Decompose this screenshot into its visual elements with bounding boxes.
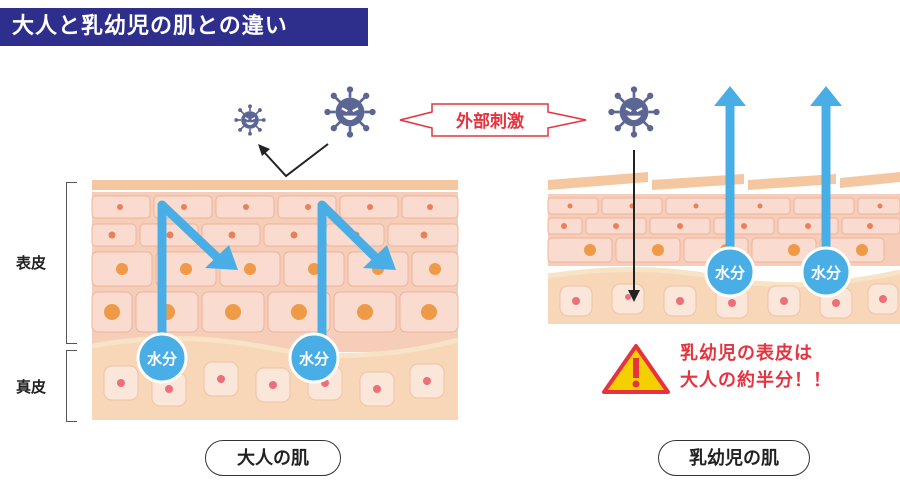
external-stimulus-callout: [399, 103, 587, 137]
dermis-label: 真皮: [16, 378, 47, 396]
warning-icon: [602, 344, 670, 394]
moisture-label: 水分: [715, 264, 745, 282]
infant-skin-caption: 乳幼児の肌: [658, 440, 810, 476]
virus-icon: [323, 84, 377, 139]
infant-moisture-arrow-1: [714, 86, 746, 270]
moisture-label: 水分: [811, 264, 841, 282]
virus-icon: [606, 84, 662, 139]
adult-skin-caption: 大人の肌: [205, 440, 341, 476]
moisture-bubble: [136, 332, 188, 384]
moisture-bubble: [704, 246, 756, 298]
infant-moisture-arrow-2: [810, 86, 842, 270]
adult-moisture-arrow-1: [157, 200, 238, 356]
moisture-bubble: [288, 332, 340, 384]
adult-moisture-arrow-2: [317, 200, 396, 356]
virus-small-icon: [233, 103, 267, 137]
dermis-bracket: [66, 350, 77, 422]
warning-message: 乳幼児の表皮は 大人の約半分！！: [680, 340, 890, 394]
moisture-label: 水分: [147, 350, 177, 368]
epidermis-bracket: [66, 182, 77, 344]
page-title: 大人と乳幼児の肌との違い: [0, 8, 368, 46]
external-stimulus-label: 外部刺激: [456, 111, 524, 132]
moisture-bubble: [800, 246, 852, 298]
warning-line-2: 大人の約半分！！: [680, 370, 832, 391]
adult-skin: 水分 水分: [91, 143, 459, 420]
warning-line-1: 乳幼児の表皮は: [680, 343, 813, 364]
moisture-label: 水分: [299, 350, 329, 368]
deflect-arrow: [263, 143, 329, 178]
infant-skin: 水分 水分: [547, 86, 900, 324]
epidermis-label: 表皮: [16, 254, 47, 272]
